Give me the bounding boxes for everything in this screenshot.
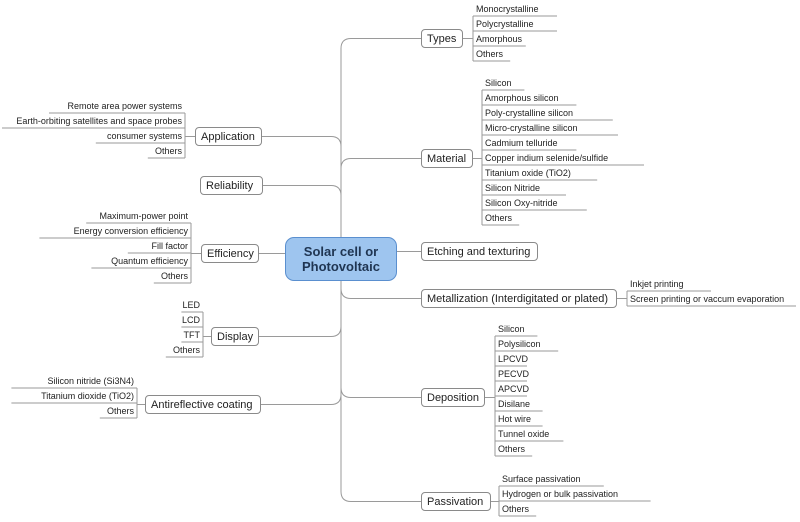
- branch-material[interactable]: Material: [421, 149, 473, 168]
- application-item[interactable]: Remote area power systems: [67, 101, 182, 111]
- branch-metallization[interactable]: Metallization (Interdigitated or plated): [421, 289, 617, 308]
- types-item[interactable]: Polycrystalline: [476, 19, 534, 29]
- material-item[interactable]: Cadmium telluride: [485, 138, 558, 148]
- types-item[interactable]: Monocrystalline: [476, 4, 539, 14]
- branch-antireflective[interactable]: Antireflective coating: [145, 395, 261, 414]
- passivation-item[interactable]: Surface passivation: [502, 474, 581, 484]
- central-topic-line1: Solar cell or: [303, 244, 379, 259]
- connector: [263, 185, 342, 237]
- efficiency-item[interactable]: Energy conversion efficiency: [73, 226, 188, 236]
- material-item[interactable]: Silicon Nitride: [485, 183, 541, 193]
- branch-passivation[interactable]: Passivation: [421, 492, 491, 511]
- material-item[interactable]: Micro-crystalline silicon: [485, 123, 578, 133]
- application-item[interactable]: consumer systems: [106, 131, 182, 141]
- connector: [262, 136, 342, 237]
- efficiency-item[interactable]: Fill factor: [151, 241, 188, 251]
- deposition-item[interactable]: Disilane: [498, 399, 531, 409]
- material-item[interactable]: Silicon Oxy-nitride: [485, 198, 558, 208]
- deposition-item[interactable]: PECVD: [498, 369, 530, 379]
- types-item[interactable]: Amorphous: [476, 34, 523, 44]
- connector: [340, 281, 421, 299]
- deposition-item[interactable]: Hot wire: [498, 414, 532, 424]
- branch-etching[interactable]: Etching and texturing: [421, 242, 538, 261]
- connector: [259, 281, 342, 337]
- display-item[interactable]: Others: [172, 345, 200, 355]
- material-item[interactable]: Others: [485, 213, 513, 223]
- branch-efficiency[interactable]: Efficiency: [201, 244, 259, 263]
- material-item[interactable]: Amorphous silicon: [485, 93, 559, 103]
- central-topic[interactable]: Solar cell or Photovoltaic: [285, 237, 397, 281]
- metallization-item[interactable]: Inkjet printing: [630, 279, 684, 289]
- display-item[interactable]: TFT: [183, 330, 201, 340]
- deposition-item[interactable]: LPCVD: [498, 354, 529, 364]
- passivation-item[interactable]: Others: [502, 504, 530, 514]
- connector: [340, 281, 421, 502]
- connector: [340, 38, 421, 237]
- branch-display[interactable]: Display: [211, 327, 259, 346]
- application-item[interactable]: Earth-orbiting satellites and space prob…: [16, 116, 182, 126]
- connector: [340, 158, 421, 237]
- passivation-item[interactable]: Hydrogen or bulk passivation: [502, 489, 619, 499]
- deposition-item[interactable]: Others: [498, 444, 526, 454]
- branch-application[interactable]: Application: [195, 127, 262, 146]
- central-topic-line2: Photovoltaic: [301, 259, 380, 274]
- antireflective-item[interactable]: Silicon nitride (Si3N4): [47, 376, 134, 386]
- branch-deposition[interactable]: Deposition: [421, 388, 485, 407]
- deposition-item[interactable]: Tunnel oxide: [498, 429, 550, 439]
- display-item[interactable]: LED: [182, 300, 200, 310]
- material-item[interactable]: Copper indium selenide/sulfide: [485, 153, 609, 163]
- connector: [261, 281, 342, 405]
- material-item[interactable]: Titanium oxide (TiO2): [485, 168, 571, 178]
- deposition-item[interactable]: Silicon: [498, 324, 525, 334]
- application-item[interactable]: Others: [154, 146, 182, 156]
- deposition-item[interactable]: APCVD: [498, 384, 530, 394]
- antireflective-item[interactable]: Others: [106, 406, 134, 416]
- efficiency-item[interactable]: Others: [160, 271, 188, 281]
- efficiency-item[interactable]: Maximum-power point: [99, 211, 188, 221]
- deposition-item[interactable]: Polysilicon: [498, 339, 541, 349]
- metallization-item[interactable]: Screen printing or vaccum evaporation: [630, 294, 785, 304]
- branch-types[interactable]: Types: [421, 29, 463, 48]
- antireflective-item[interactable]: Titanium dioxide (TiO2): [41, 391, 134, 401]
- display-item[interactable]: LCD: [181, 315, 200, 325]
- material-item[interactable]: Silicon: [485, 78, 512, 88]
- material-item[interactable]: Poly-crystalline silicon: [485, 108, 574, 118]
- branch-reliability[interactable]: Reliability: [200, 176, 263, 195]
- types-item[interactable]: Others: [476, 49, 504, 59]
- efficiency-item[interactable]: Quantum efficiency: [111, 256, 188, 266]
